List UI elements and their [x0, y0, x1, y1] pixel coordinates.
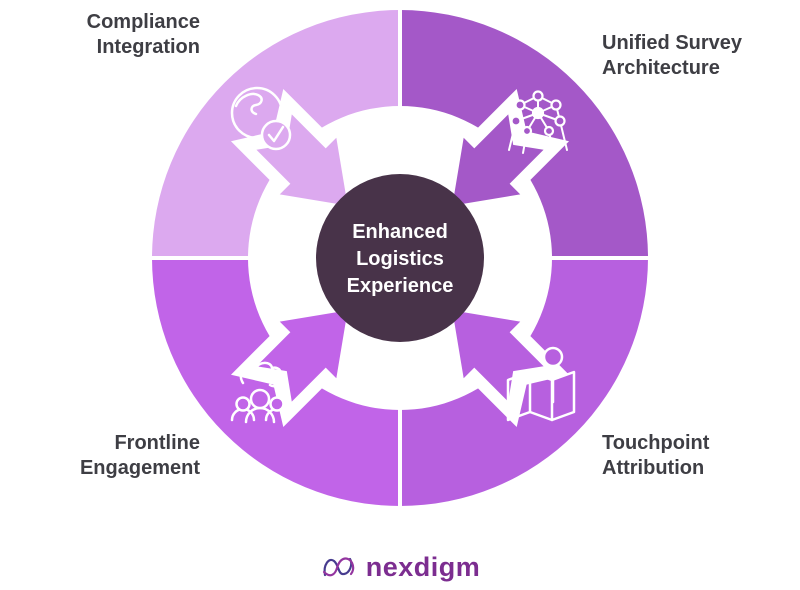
center-title: Enhanced Logistics Experience: [346, 220, 454, 297]
network-icon: [508, 90, 568, 154]
label-touchpoint-attribution: Touchpoint Attribution: [602, 432, 710, 479]
label-compliance-integration: Compliance Integration: [86, 11, 200, 58]
arrow-bottom-left: [256, 310, 348, 402]
label-frontline-engagement: Frontline Engagement: [79, 432, 200, 479]
nexdigm-logo: nexdigm: [0, 546, 800, 588]
arrow-top-left: [256, 114, 348, 206]
nexdigm-wave-mark-icon: [322, 557, 354, 577]
logo-wordmark: nexdigm: [365, 551, 481, 582]
arrow-top-right: [452, 114, 544, 206]
center-circle: [316, 174, 484, 342]
globe-check-icon: [230, 86, 292, 151]
label-unified-survey-architecture: Unified Survey Architecture: [602, 32, 743, 79]
map-pin-icon: [506, 346, 576, 422]
arrow-bottom-right: [452, 310, 544, 402]
team-icon: [230, 361, 290, 424]
